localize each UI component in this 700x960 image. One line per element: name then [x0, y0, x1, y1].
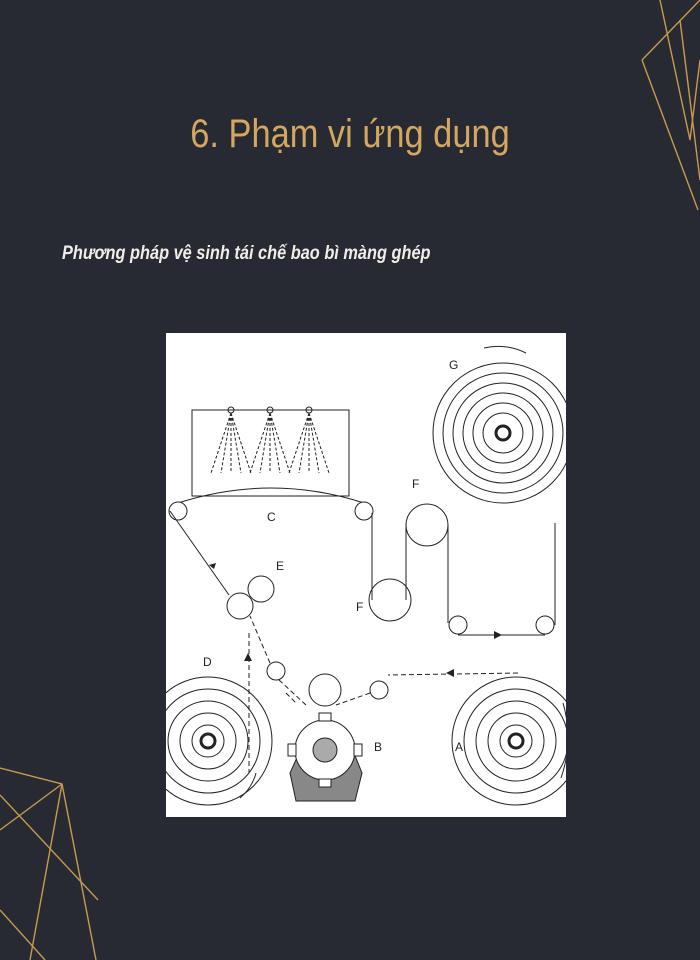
film-web-path	[169, 510, 556, 636]
dashed-feed-path	[248, 615, 519, 773]
reel-d	[166, 676, 273, 806]
spray-nozzles	[210, 406, 330, 474]
drying-rollers-f	[368, 503, 449, 622]
label-e: E	[276, 559, 284, 573]
decorative-corner-lines-bottom-left	[0, 767, 99, 960]
slide-subtitle: Phương pháp vệ sinh tái chế bao bì màng …	[62, 243, 431, 264]
label-b: B	[374, 740, 382, 754]
label-a: A	[455, 740, 463, 754]
decorative-corner-lines-top-right	[641, 0, 700, 211]
label-d: D	[203, 655, 212, 669]
reel-g	[432, 345, 566, 504]
spray-chamber	[177, 406, 365, 504]
slide-title: 6. Phạm vi ứng dụng	[190, 112, 510, 156]
squeeze-rollers-e	[226, 575, 275, 620]
label-g: G	[449, 358, 458, 372]
recycling-process-diagram: G C F E F D B A	[166, 333, 566, 817]
label-f-top: F	[412, 477, 419, 491]
reel-a	[451, 676, 566, 806]
gear-roller-b	[287, 673, 363, 802]
label-f-bottom: F	[356, 600, 363, 614]
label-c: C	[267, 510, 276, 524]
flow-arrows	[209, 563, 502, 677]
process-schematic: G C F E F D B A	[166, 345, 566, 806]
guide-rollers	[168, 501, 555, 700]
